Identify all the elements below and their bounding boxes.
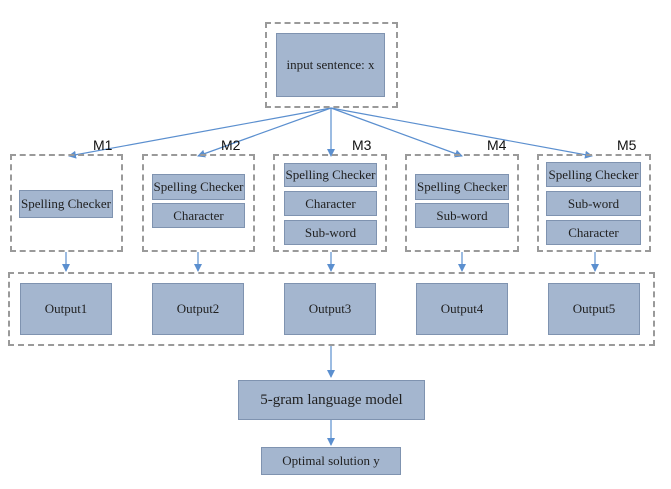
model-container-m1 [10, 154, 123, 252]
m5-character: Character [546, 220, 641, 245]
input-sentence-box: input sentence: x [276, 33, 385, 97]
model-label-m4: M4 [487, 137, 507, 153]
model-container-m5 [537, 154, 651, 252]
output4-box: Output4 [416, 283, 508, 335]
optimal-solution-box: Optimal solution y [261, 447, 401, 475]
m4-sub-word: Sub-word [415, 203, 509, 228]
input-container [265, 22, 398, 108]
model-container-m2 [142, 154, 255, 252]
m2-spelling-checker: Spelling Checker [152, 174, 245, 200]
model-container-m4 [405, 154, 519, 252]
arrow-input-to-m5 [330, 107, 593, 159]
arrow-input-to-m1 [68, 107, 332, 159]
m1-spelling-checker: Spelling Checker [19, 190, 113, 218]
m5-spelling-checker: Spelling Checker [546, 162, 641, 187]
m3-sub-word: Sub-word [284, 220, 377, 245]
m3-spelling-checker: Spelling Checker [284, 163, 377, 187]
m2-character: Character [152, 203, 245, 228]
output3-box: Output3 [284, 283, 376, 335]
output2-box: Output2 [152, 283, 244, 335]
arrow-input-to-m2 [197, 107, 332, 158]
m4-spelling-checker: Spelling Checker [415, 174, 509, 200]
arrow-input-to-m4 [330, 107, 463, 158]
model-label-m3: M3 [352, 137, 372, 153]
model-container-m3 [273, 154, 387, 252]
m5-sub-word: Sub-word [546, 191, 641, 216]
output5-box: Output5 [548, 283, 640, 335]
model-label-m1: M1 [93, 137, 113, 153]
outputs-container [8, 272, 655, 346]
model-label-m2: M2 [221, 137, 241, 153]
m3-character: Character [284, 191, 377, 216]
model-label-m5: M5 [617, 137, 637, 153]
output1-box: Output1 [20, 283, 112, 335]
language-model-box: 5-gram language model [238, 380, 425, 420]
